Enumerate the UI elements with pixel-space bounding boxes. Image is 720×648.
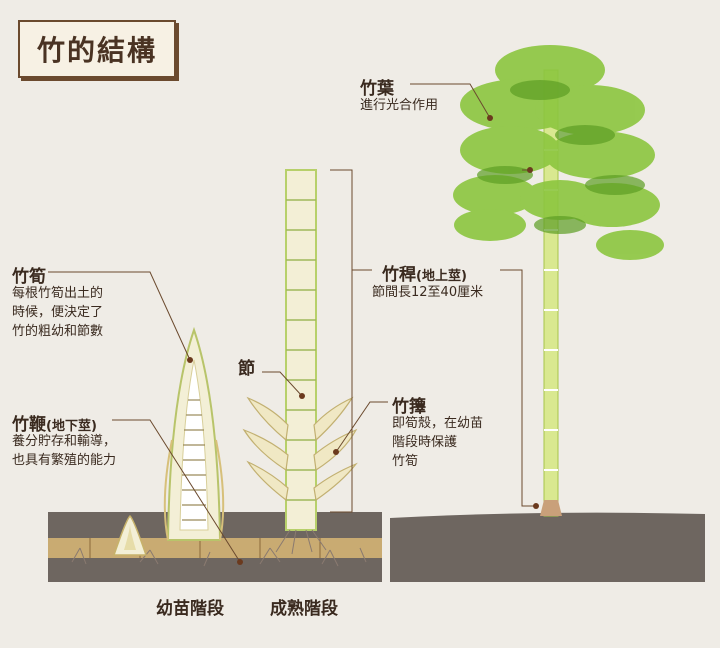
sheath-desc: 即筍殼，在幼苗 階段時保護 竹筍: [392, 414, 483, 471]
shoot-desc-line: 竹的粗幼和節數: [12, 322, 103, 341]
shoot-desc-line: 時候，便決定了: [12, 303, 103, 322]
culm-desc: 節間長12至40厘米: [372, 283, 483, 302]
leaf-desc: 進行光合作用: [360, 96, 438, 115]
diagram-title: 竹的結構: [37, 29, 157, 69]
node-label: 節: [238, 354, 255, 379]
sheath-desc-line: 即筍殼，在幼苗: [392, 414, 483, 433]
sheath-desc-line: 階段時保護: [392, 433, 483, 452]
sheath-desc-line: 竹筍: [392, 452, 483, 471]
rhizome-desc-line: 養分貯存和輸導，: [12, 432, 116, 451]
culm-label: 竹稈(地上莖): [382, 260, 467, 285]
bamboo-shoot: [165, 330, 223, 540]
culm-sub: (地上莖): [416, 269, 467, 284]
shoot-desc-line: 每根竹筍出土的: [12, 284, 103, 303]
seedling-stage-label: 幼苗階段: [156, 594, 224, 619]
young-culm: [244, 170, 356, 554]
culm-name: 竹稈: [382, 265, 416, 285]
shoot-desc: 每根竹筍出土的 時候，便決定了 竹的粗幼和節數: [12, 284, 103, 341]
soil-right: [390, 513, 705, 582]
mature-bamboo: [453, 45, 664, 516]
mature-stage-label: 成熟階段: [270, 594, 338, 619]
rhizome-desc: 養分貯存和輸導， 也具有繁殖的能力: [12, 432, 116, 470]
title-box: 竹的結構: [18, 20, 176, 78]
rhizome-desc-line: 也具有繁殖的能力: [12, 451, 116, 470]
